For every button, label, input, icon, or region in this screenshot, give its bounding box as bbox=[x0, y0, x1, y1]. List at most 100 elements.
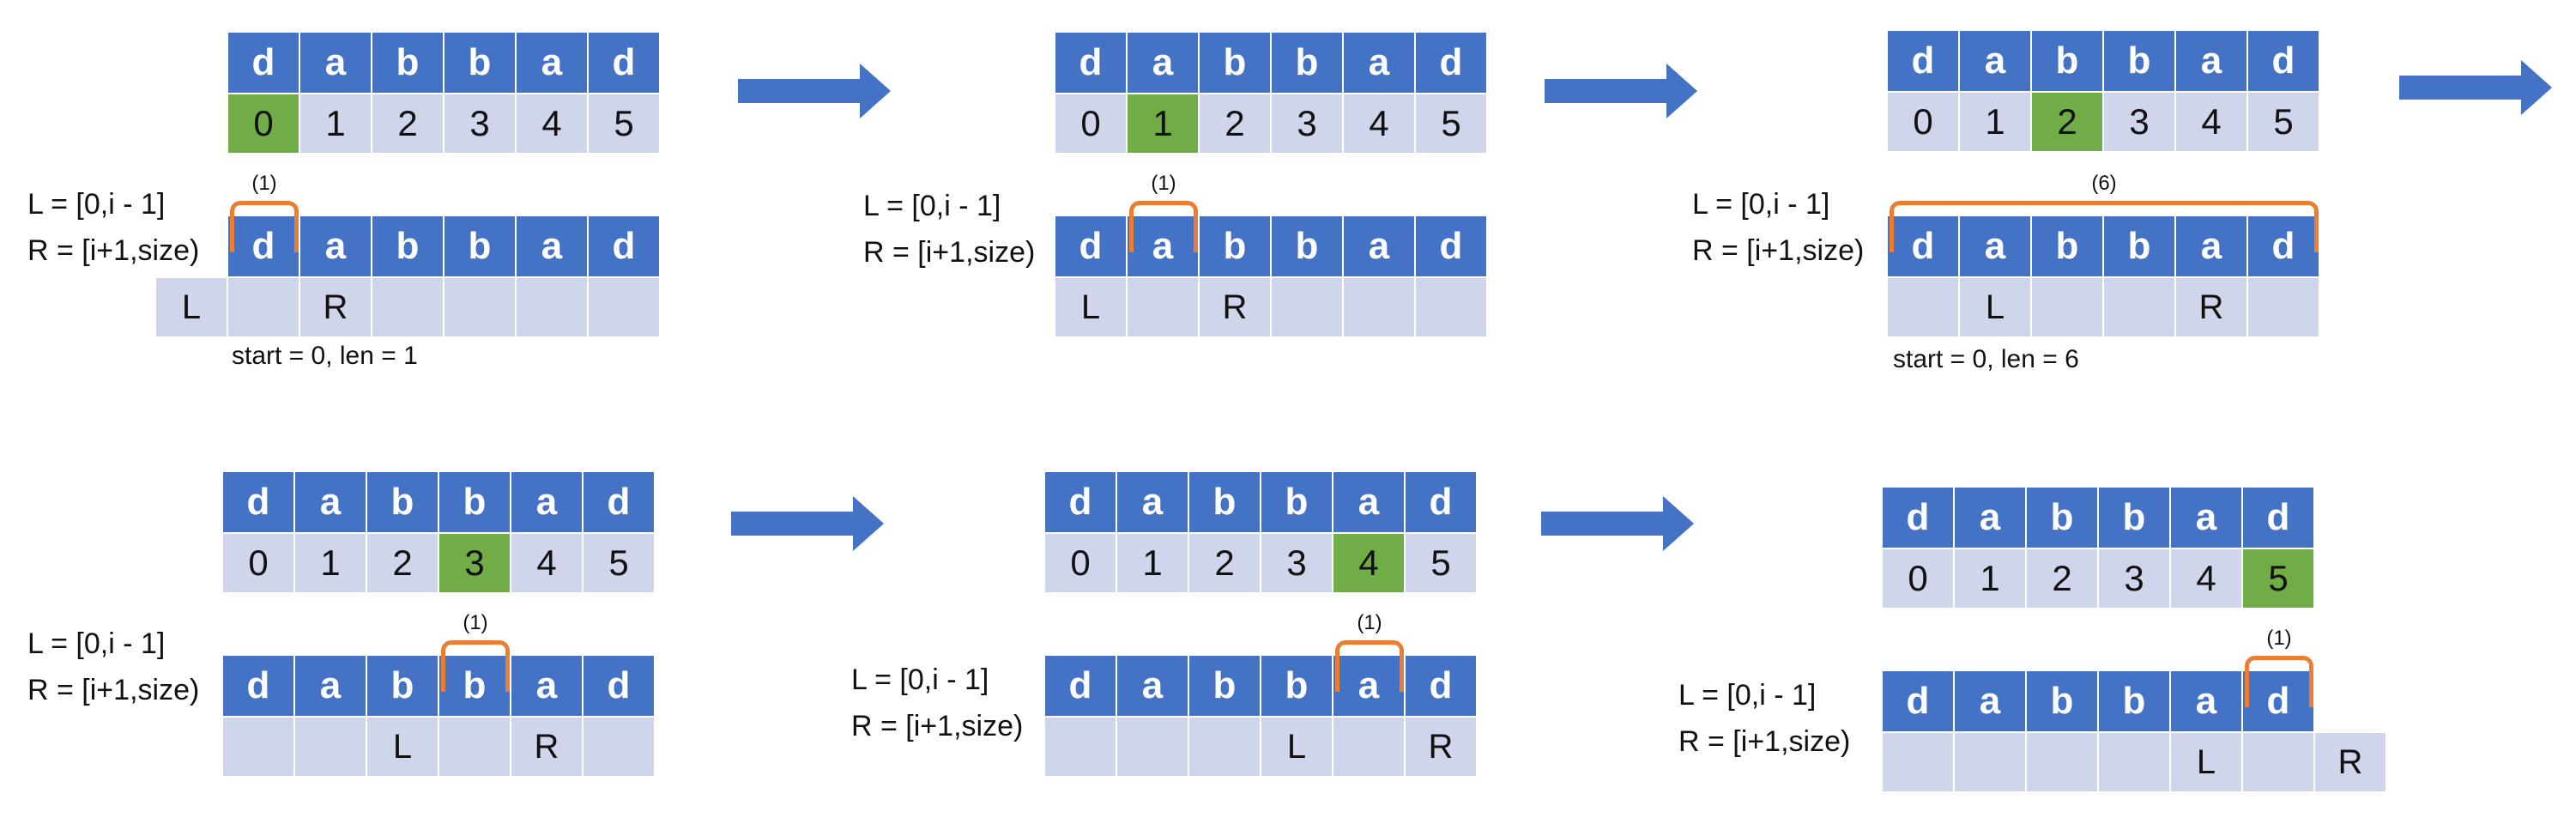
string-char-cell: a bbox=[1128, 33, 1200, 93]
index-cell: 4 bbox=[2171, 548, 2243, 608]
index-cell: 2 bbox=[2027, 548, 2099, 608]
marker-cell bbox=[1189, 716, 1261, 776]
palindrome-length-label: (1) bbox=[1151, 172, 1176, 195]
marker-cell bbox=[228, 276, 300, 336]
right-arrow-icon bbox=[1541, 496, 1694, 551]
marker-cell bbox=[439, 716, 511, 776]
string-char-cell: d bbox=[1045, 656, 1117, 716]
string-char-cell: d bbox=[1888, 31, 1960, 91]
marker-cell bbox=[2243, 731, 2315, 791]
palindrome-brace bbox=[2245, 656, 2313, 707]
string-char-cell: a bbox=[1344, 33, 1416, 93]
string-char-cell: b bbox=[1200, 33, 1272, 93]
string-char-cell: a bbox=[517, 216, 589, 276]
palindrome-length-label: (1) bbox=[463, 611, 488, 634]
string-char-cell: b bbox=[2027, 671, 2099, 731]
index-cell: 5 bbox=[589, 93, 661, 153]
palindrome-length-label: (1) bbox=[251, 172, 277, 195]
string-char-cell: d bbox=[223, 472, 295, 532]
string-char-cell: b bbox=[372, 33, 444, 93]
index-cell: 0 bbox=[1888, 91, 1960, 151]
left-marker: L bbox=[2171, 731, 2243, 791]
marker-cell bbox=[2248, 276, 2320, 336]
string-char-cell: b bbox=[444, 33, 517, 93]
string-char-cell: d bbox=[1883, 671, 1955, 731]
right-marker: R bbox=[1406, 716, 1478, 776]
marker-cell bbox=[517, 276, 589, 336]
string-char-cell: b bbox=[444, 216, 517, 276]
index-cell: 1 bbox=[300, 93, 372, 153]
index-cell: 3 bbox=[1272, 93, 1344, 153]
string-char-cell: d bbox=[584, 472, 656, 532]
current-index-cell: 3 bbox=[439, 532, 511, 592]
string-char-cell: d bbox=[1406, 656, 1478, 716]
marker-cell bbox=[1045, 716, 1117, 776]
index-cell: 5 bbox=[1416, 93, 1488, 153]
index-cell: 2 bbox=[372, 93, 444, 153]
current-index-cell: 5 bbox=[2243, 548, 2315, 608]
string-char-cell: b bbox=[2032, 216, 2104, 276]
palindrome-length-label: (1) bbox=[2266, 627, 2292, 650]
marker-cell bbox=[1344, 276, 1416, 336]
string-char-cell: d bbox=[1416, 33, 1488, 93]
string-char-cell: b bbox=[2032, 31, 2104, 91]
index-cell: 1 bbox=[1960, 91, 2032, 151]
marker-cell bbox=[444, 276, 517, 336]
right-marker: R bbox=[1200, 276, 1272, 336]
string-char-cell: a bbox=[1333, 656, 1406, 716]
marker-cell bbox=[1416, 276, 1488, 336]
left-marker: L bbox=[156, 276, 228, 336]
string-char-cell: b bbox=[2027, 488, 2099, 548]
palindrome-length-label: (6) bbox=[2091, 172, 2117, 195]
string-char-cell: d bbox=[589, 33, 661, 93]
marker-cell bbox=[1117, 716, 1189, 776]
marker-cell bbox=[295, 716, 367, 776]
result-info: start = 0, len = 6 bbox=[1893, 345, 2079, 373]
marker-cell bbox=[372, 276, 444, 336]
index-cell: 4 bbox=[1344, 93, 1416, 153]
left-range-label: L = [0,i - 1] bbox=[863, 190, 1001, 222]
index-cell: 0 bbox=[223, 532, 295, 592]
marker-cell bbox=[2032, 276, 2104, 336]
left-marker: L bbox=[1055, 276, 1128, 336]
string-char-cell: a bbox=[511, 656, 584, 716]
string-char-cell: d bbox=[1416, 216, 1488, 276]
left-range-label: L = [0,i - 1] bbox=[1692, 188, 1830, 221]
index-cell: 2 bbox=[1200, 93, 1272, 153]
string-char-cell: b bbox=[1189, 472, 1261, 532]
palindrome-length-label: (1) bbox=[1357, 611, 1382, 634]
palindrome-brace bbox=[1890, 201, 2319, 252]
string-char-cell: a bbox=[1955, 488, 2027, 548]
right-range-label: R = [i+1,size) bbox=[1692, 234, 1865, 267]
marker-cell bbox=[1955, 731, 2027, 791]
marker-cell bbox=[589, 276, 661, 336]
index-cell: 3 bbox=[2104, 91, 2176, 151]
index-cell: 3 bbox=[2099, 548, 2171, 608]
string-char-cell: a bbox=[517, 33, 589, 93]
current-index-cell: 4 bbox=[1333, 532, 1406, 592]
right-range-label: R = [i+1,size) bbox=[27, 674, 200, 706]
right-arrow-icon bbox=[1545, 64, 1697, 118]
palindrome-brace bbox=[230, 201, 299, 252]
string-char-cell: d bbox=[1888, 216, 1960, 276]
index-cell: 2 bbox=[1189, 532, 1261, 592]
string-char-cell: d bbox=[589, 216, 661, 276]
string-char-cell: d bbox=[1406, 472, 1478, 532]
string-char-cell: a bbox=[1960, 216, 2032, 276]
string-char-cell: a bbox=[300, 216, 372, 276]
string-char-cell: a bbox=[1117, 656, 1189, 716]
marker-cell bbox=[223, 716, 295, 776]
right-marker: R bbox=[2176, 276, 2248, 336]
index-cell: 1 bbox=[1117, 532, 1189, 592]
string-char-cell: a bbox=[300, 33, 372, 93]
string-char-cell: a bbox=[511, 472, 584, 532]
right-marker: R bbox=[300, 276, 372, 336]
string-char-cell: a bbox=[2176, 216, 2248, 276]
string-char-cell: b bbox=[2104, 216, 2176, 276]
index-cell: 3 bbox=[444, 93, 517, 153]
string-char-cell: d bbox=[1055, 33, 1128, 93]
current-index-cell: 2 bbox=[2032, 91, 2104, 151]
string-char-cell: d bbox=[2243, 488, 2315, 548]
string-char-cell: b bbox=[2104, 31, 2176, 91]
